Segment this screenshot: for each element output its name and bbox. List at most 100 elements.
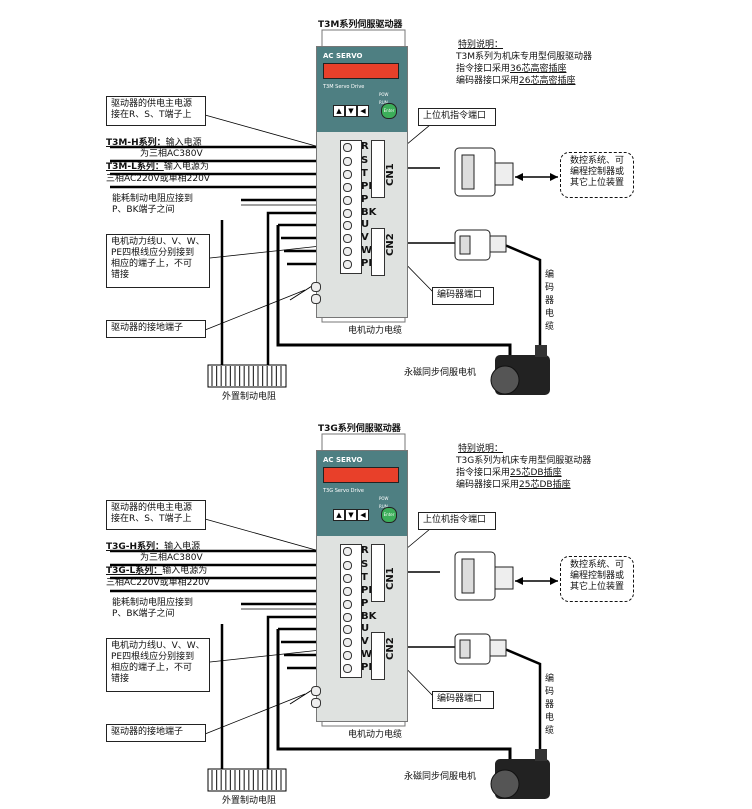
drive-title: T3M系列伺服驱动器	[318, 20, 403, 30]
cn1-port	[371, 544, 385, 602]
encoder-cable-label: 编	[545, 674, 555, 684]
terminal-screw	[343, 561, 352, 570]
terminal-label: BK	[361, 611, 377, 622]
terminal-label: S	[361, 155, 369, 166]
db-connector-cn2	[454, 229, 507, 261]
terminal-screw	[343, 638, 352, 647]
brand-label: AC SERVO	[323, 52, 363, 60]
upper-port-callout: 上位机指令端口	[418, 108, 496, 126]
led-display	[323, 467, 399, 483]
terminal-screw	[343, 221, 352, 230]
motor-callout: 电机动力线U、V、W、PE四根线应分别接到相应的端子上，不可错接	[106, 638, 210, 692]
terminal-screw	[343, 664, 352, 673]
terminal-label: BK	[361, 207, 377, 218]
terminal-screw	[343, 600, 352, 609]
brake-resistor	[207, 364, 287, 388]
servo-motor-label: 永磁同步伺服电机	[404, 368, 477, 378]
terminal-label: PE	[361, 662, 376, 673]
encoder-cable	[499, 645, 542, 759]
l-series-note: T3M-L系列：输入电源为	[106, 162, 209, 172]
model-label: T3M Servo Drive	[323, 84, 365, 90]
terminal-label: R	[361, 545, 369, 556]
servo-motor	[490, 345, 550, 395]
upper-device-box: 数控系统、可编程控制器或其它上位装置	[560, 556, 634, 602]
servo-motor	[490, 749, 550, 799]
down-button[interactable]: ▼	[345, 105, 357, 117]
model-label: T3G Servo Drive	[323, 488, 364, 494]
terminal-label: S	[361, 559, 369, 570]
cn2-label: CN2	[385, 233, 396, 256]
encoder-cable-label: 缆	[545, 726, 555, 736]
terminal-label: W	[361, 245, 373, 256]
panel: T3M系列伺服驱动器 AC SERVO T3M Servo Drive POW …	[0, 0, 752, 404]
terminal-screw	[343, 234, 352, 243]
h-series-note: T3G-H系列：输入电源	[106, 542, 201, 552]
left-button[interactable]: ◀	[357, 105, 369, 117]
h-series-line2: 为三相AC380V	[140, 553, 203, 563]
terminal-screw	[343, 157, 352, 166]
cn1-port	[371, 140, 385, 198]
l-series-line2: 三相AC220V或单相220V	[106, 174, 210, 184]
terminal-screw	[343, 651, 352, 660]
cn2-label: CN2	[385, 637, 396, 660]
encoder-cable-label: 器	[545, 700, 555, 710]
motor-callout: 电机动力线U、V、W、PE四根线应分别接到相应的端子上，不可错接	[106, 234, 210, 288]
terminal-screw	[343, 196, 352, 205]
cn1-label: CN1	[385, 567, 396, 590]
note-heading: 特别说明：	[458, 40, 504, 50]
servo-motor-label: 永磁同步伺服电机	[404, 772, 477, 782]
led-run-label: RUN	[379, 100, 388, 105]
ground-screw	[311, 686, 321, 696]
ext-resistor-label: 外置制动电阻	[222, 796, 277, 806]
enter-button[interactable]: Enter	[381, 507, 397, 523]
led-display	[323, 63, 399, 79]
h-series-line2: 为三相AC380V	[140, 149, 203, 159]
terminal-screw	[343, 247, 352, 256]
left-button[interactable]: ◀	[357, 509, 369, 521]
terminal-label: W	[361, 649, 373, 660]
drive-title: T3G系列伺服驱动器	[318, 424, 401, 434]
drive-header: AC SERVO T3G Servo Drive POW RUN ▲ ▼ ◀ E…	[317, 451, 407, 536]
upper-device-box: 数控系统、可编程控制器或其它上位装置	[560, 152, 634, 198]
terminal-screw	[343, 587, 352, 596]
drive-header: AC SERVO T3M Servo Drive POW RUN ▲ ▼ ◀ E…	[317, 47, 407, 132]
ground-screw	[311, 294, 321, 304]
motor-cable-label: 电机动力电缆	[348, 730, 403, 740]
ground-callout: 驱动器的接地端子	[106, 724, 206, 742]
wiring-diagram	[110, 433, 558, 799]
led-pow-label: POW	[379, 496, 389, 501]
terminal-label: V	[361, 636, 369, 647]
l-series-note: T3G-L系列：输入电源为	[106, 566, 208, 576]
l-series-line2: 三相AC220V或单相220V	[106, 578, 210, 588]
up-button[interactable]: ▲	[333, 105, 345, 117]
cn1-label: CN1	[385, 163, 396, 186]
encoder-cable-label: 编	[545, 270, 555, 280]
servo-drive: AC SERVO T3M Servo Drive POW RUN ▲ ▼ ◀ E…	[316, 46, 408, 318]
ground-callout: 驱动器的接地端子	[106, 320, 206, 338]
note-line3: 编码器接口采用26芯高密插座	[456, 76, 576, 86]
terminal-label: U	[361, 219, 370, 230]
h-series-note: T3M-H系列：输入电源	[106, 138, 202, 148]
encoder-cable-label: 码	[545, 687, 555, 697]
encoder-cable-label: 器	[545, 296, 555, 306]
encoder-cable-label: 电	[545, 309, 555, 319]
terminal-label: P	[361, 598, 369, 609]
terminal-label: P	[361, 194, 369, 205]
power-callout: 驱动器的供电主电源接在R、S、T端子上	[106, 500, 206, 530]
note-line3: 编码器接口采用25芯DB插座	[456, 480, 571, 490]
ground-screw	[311, 698, 321, 708]
up-button[interactable]: ▲	[333, 509, 345, 521]
down-button[interactable]: ▼	[345, 509, 357, 521]
note-heading: 特别说明：	[458, 444, 504, 454]
brake-resistor	[207, 768, 287, 792]
db-connector-cn2	[454, 633, 507, 665]
terminal-screw	[343, 170, 352, 179]
enter-button[interactable]: Enter	[381, 103, 397, 119]
note-line1: T3M系列为机床专用型伺服驱动器	[456, 52, 592, 62]
servo-drive: AC SERVO T3G Servo Drive POW RUN ▲ ▼ ◀ E…	[316, 450, 408, 722]
terminal-screw	[343, 183, 352, 192]
led-pow-label: POW	[379, 92, 389, 97]
encoder-cable-label: 缆	[545, 322, 555, 332]
